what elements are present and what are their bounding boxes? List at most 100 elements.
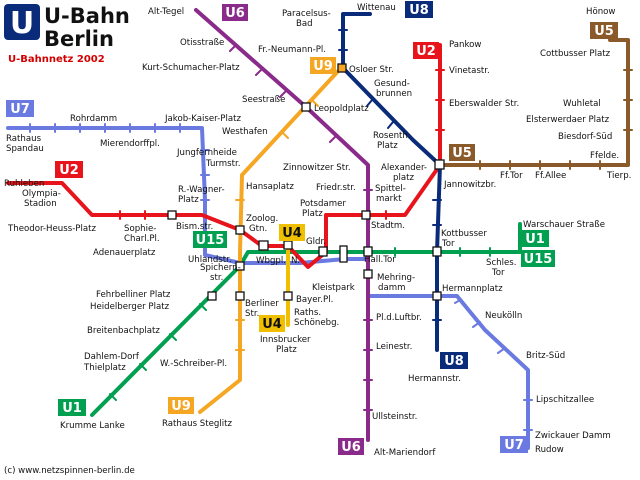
interchange-leopoldplatz[interactable]: [301, 102, 311, 112]
station-label[interactable]: Britz-Süd: [526, 351, 565, 361]
interchange-fehrbelliner-platz[interactable]: [207, 291, 217, 301]
interchange-gleisdreieck[interactable]: [318, 246, 328, 257]
station-label[interactable]: Hall.Tor: [364, 255, 396, 265]
station-label[interactable]: Friedr.str.: [316, 183, 356, 193]
station-label[interactable]: Wuhletal: [563, 99, 601, 109]
station-label[interactable]: Breitenbachplatz: [87, 326, 160, 336]
label-u2-top[interactable]: U2: [413, 42, 439, 59]
station-label[interactable]: Rohrdamm: [70, 114, 117, 124]
label-u9-top[interactable]: U9: [310, 57, 336, 74]
label-u1-bottom[interactable]: U1: [58, 399, 86, 416]
station-label[interactable]: Leopoldplatz: [314, 104, 369, 114]
station-label[interactable]: Tierp.: [606, 171, 631, 181]
station-label[interactable]: Elsterwerdaer Platz: [526, 115, 610, 125]
station-label[interactable]: Biesdorf-Süd: [558, 132, 612, 142]
label-u15-east[interactable]: U15: [521, 250, 555, 267]
station-label[interactable]: Fr.-Neumann-Pl.: [258, 45, 326, 55]
station-label[interactable]: Turmstr.: [205, 159, 240, 169]
station-label[interactable]: Alt-Tegel: [148, 7, 184, 17]
station-label[interactable]: Gesund-brunnen: [374, 79, 412, 99]
station-label[interactable]: Wbgpl.: [256, 256, 286, 266]
label-u15-west[interactable]: U15: [193, 231, 227, 248]
station-label[interactable]: N.: [291, 256, 300, 266]
station-label[interactable]: Rosenth.Platz: [373, 131, 411, 151]
station-label[interactable]: Raths.Schönebg.: [294, 308, 339, 328]
station-label[interactable]: Mierendorffpl.: [100, 139, 160, 149]
station-label[interactable]: Sophie-Charl.Pl.: [124, 224, 160, 244]
station-label[interactable]: Ff.Tor: [500, 171, 523, 181]
copyright[interactable]: (c) www.netzspinnen-berlin.de: [4, 466, 135, 476]
station-label[interactable]: R.-Wagner-Platz: [178, 185, 225, 205]
station-label[interactable]: Hansaplatz: [246, 182, 294, 192]
station-label[interactable]: Cottbusser Platz: [540, 49, 611, 59]
station-label[interactable]: Lipschitzallee: [536, 395, 594, 405]
station-label[interactable]: Zoolog.Gtn.: [246, 214, 278, 234]
station-label[interactable]: Ruhleben: [4, 179, 44, 189]
station-label[interactable]: Krumme Lanke: [60, 421, 125, 431]
interchange-osloer-str[interactable]: [337, 63, 347, 73]
station-label[interactable]: Mehring-damm: [377, 273, 415, 293]
label-u2-left[interactable]: U2: [55, 161, 83, 178]
station-label[interactable]: W.-Schreiber-Pl.: [160, 359, 227, 369]
station-label[interactable]: Vinetastr.: [449, 66, 490, 76]
interchange-hallesches-tor[interactable]: [363, 246, 373, 257]
station-label[interactable]: Wittenau: [357, 3, 396, 13]
label-u4-top[interactable]: U4: [279, 224, 305, 241]
station-label[interactable]: Schles.Tor: [486, 258, 517, 278]
station-label[interactable]: Uhlandstr.: [188, 255, 232, 265]
station-label[interactable]: Eberswalder Str.: [449, 99, 519, 109]
station-label[interactable]: Kleistpark: [312, 283, 355, 293]
station-label[interactable]: Rudow: [535, 445, 564, 455]
station-label[interactable]: Neukölln: [485, 311, 522, 321]
interchange-hermannplatz[interactable]: [432, 291, 442, 301]
interchange-kottbusser-tor[interactable]: [432, 246, 442, 257]
station-label[interactable]: Adenauerplatz: [93, 248, 156, 258]
station-label[interactable]: Jakob-Kaiser-Platz: [164, 114, 241, 124]
label-u7-bottom[interactable]: U7: [500, 436, 528, 453]
interchange-gldr-twin[interactable]: [339, 245, 348, 263]
label-u4-bottom[interactable]: U4: [259, 315, 285, 332]
label-u6-bottom[interactable]: U6: [338, 438, 364, 455]
station-label[interactable]: Jannowitzbr.: [443, 180, 496, 190]
station-label[interactable]: Paracelsus-Bad: [282, 9, 331, 29]
station-label[interactable]: Stadtm.: [371, 221, 405, 231]
station-label[interactable]: Ffelde.: [590, 151, 619, 161]
station-label[interactable]: Kurt-Schumacher-Platz: [142, 63, 240, 73]
station-label[interactable]: Hönow: [586, 7, 615, 17]
station-label[interactable]: Pankow: [449, 40, 481, 50]
station-label[interactable]: Osloer Str.: [349, 65, 394, 75]
interchange-stadtmitte[interactable]: [361, 210, 371, 220]
interchange-berliner-str[interactable]: [235, 291, 245, 301]
interchange-bismarckstr[interactable]: [167, 210, 177, 220]
label-u9-bottom[interactable]: U9: [168, 397, 194, 414]
label-u5-top[interactable]: U5: [590, 22, 618, 39]
station-label[interactable]: Zinnowitzer Str.: [283, 163, 351, 173]
station-label[interactable]: Hermannstr.: [408, 374, 461, 384]
interchange-spichernstr[interactable]: [235, 261, 245, 271]
label-u5-alex[interactable]: U5: [449, 144, 475, 161]
station-label[interactable]: Bism.str.: [176, 222, 213, 232]
label-u8-bottom[interactable]: U8: [440, 352, 468, 369]
interchange-zoo[interactable]: [235, 225, 245, 235]
station-label[interactable]: Hermannplatz: [442, 284, 503, 294]
station-label[interactable]: Alexander-platz: [381, 163, 427, 183]
interchange-bayerischer-platz[interactable]: [283, 291, 293, 301]
station-label[interactable]: Heidelberger Platz: [90, 302, 170, 312]
station-label[interactable]: Ullsteinstr.: [372, 412, 417, 422]
station-label[interactable]: Olympia-Stadion: [22, 189, 61, 209]
station-label[interactable]: Ff.Allee: [535, 171, 566, 181]
station-label[interactable]: Warschauer Straße: [523, 220, 605, 230]
station-label[interactable]: Leinestr.: [376, 342, 412, 352]
station-label[interactable]: Alt-Mariendorf: [374, 448, 436, 458]
station-label[interactable]: Zwickauer Damm: [535, 431, 611, 441]
interchange-nollendorfplatz[interactable]: [283, 240, 293, 250]
station-label[interactable]: Westhafen: [222, 127, 268, 137]
label-u1-east[interactable]: U1: [521, 230, 549, 247]
station-label[interactable]: Seestraße: [242, 95, 285, 105]
interchange-alexanderplatz[interactable]: [434, 159, 445, 170]
station-label[interactable]: Spichern-str.: [200, 263, 241, 283]
station-label[interactable]: Rathaus Steglitz: [162, 419, 232, 429]
